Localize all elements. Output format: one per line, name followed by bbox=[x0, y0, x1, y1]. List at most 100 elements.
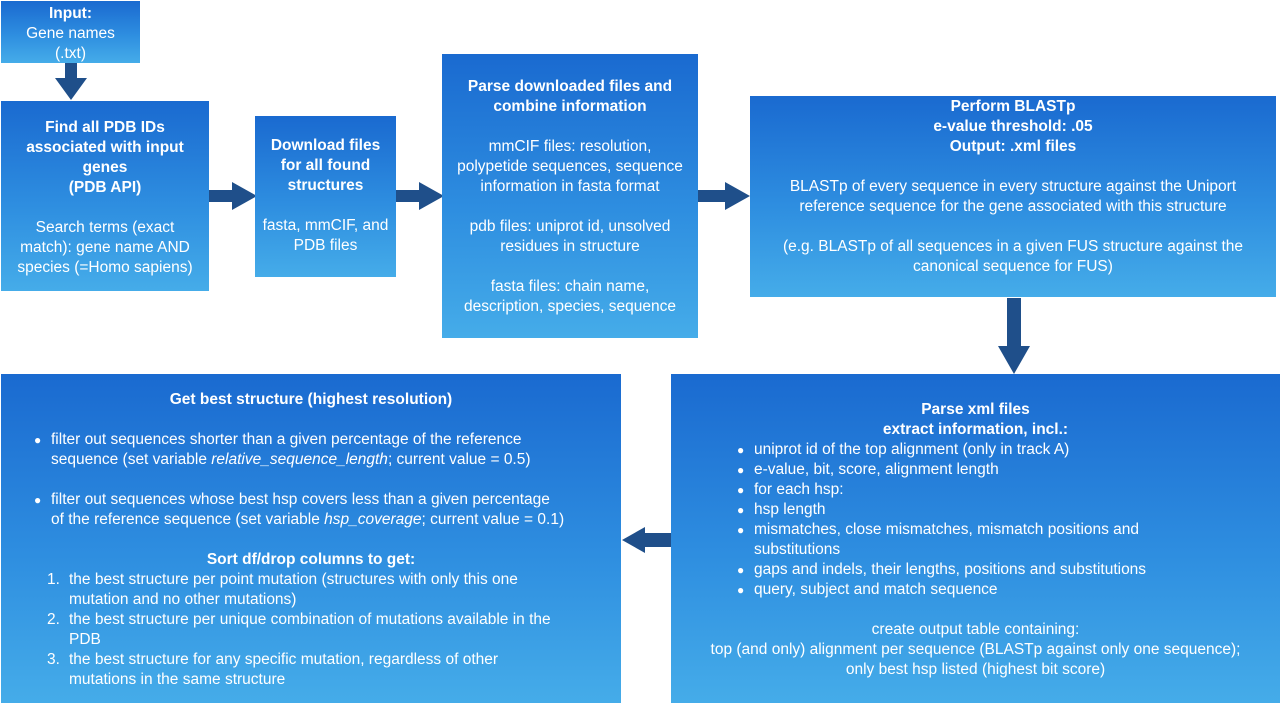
parse-xml-title-line: Parse xml files bbox=[921, 401, 1030, 418]
arrow-find-to-download bbox=[209, 182, 257, 210]
list-item: for each hsp: bbox=[737, 480, 1240, 500]
list-item-text: for each hsp: bbox=[754, 481, 844, 498]
parse-files-mmcif-line: mmCIF files: resolution, bbox=[488, 138, 652, 155]
parse-xml-table-line: create output table containing: bbox=[871, 621, 1080, 638]
list-item-text: mismatches, close mismatches, mismatch p… bbox=[754, 521, 1140, 538]
blastp-example-line: (e.g. BLASTp of all sequences in a given… bbox=[782, 238, 1244, 255]
sort-list: 1. the best structure per point mutation… bbox=[47, 570, 613, 690]
list-item: filter out sequences shorter than a give… bbox=[34, 430, 611, 470]
blastp-title-line: e-value threshold: .05 bbox=[933, 118, 1093, 135]
parse-files-pdb: pdb files: uniprot id, unsolved residues… bbox=[442, 217, 698, 257]
blastp-box: Perform BLASTp e-value threshold: .05 Ou… bbox=[750, 96, 1276, 297]
best-structure-filter-list: filter out sequences shorter than a give… bbox=[34, 430, 611, 530]
list-item: 1. the best structure per point mutation… bbox=[47, 570, 613, 610]
find-pdb-title-line: associated with input bbox=[26, 139, 184, 156]
blastp-title-line: Output: .xml files bbox=[949, 138, 1077, 155]
download-title: Download files for all found structures bbox=[255, 136, 396, 196]
list-item-text: the best structure per unique combinatio… bbox=[69, 611, 551, 628]
sort-title: Sort df/drop columns to get: bbox=[206, 551, 416, 568]
parse-files-pdb-line: pdb files: uniprot id, unsolved bbox=[469, 218, 671, 235]
arrow-parse-to-blastp bbox=[698, 182, 750, 210]
parse-files-box: Parse downloaded files and combine infor… bbox=[442, 54, 698, 338]
list-item-text: substitutions bbox=[754, 541, 841, 558]
blastp-body-line: reference sequence for the gene associat… bbox=[799, 198, 1227, 215]
list-item-text: mutations in the same structure bbox=[69, 671, 286, 688]
list-item-text: hsp length bbox=[754, 501, 826, 518]
blastp-example-line: canonical sequence for FUS) bbox=[913, 258, 1113, 275]
find-pdb-search-line: species (=Homo sapiens) bbox=[17, 259, 193, 276]
arrow-blastp-to-xml bbox=[998, 298, 1030, 374]
list-number: 2. bbox=[47, 611, 60, 628]
parse-files-fasta: fasta files: chain name, description, sp… bbox=[442, 277, 698, 317]
filter-line: of the reference sequence (set variable … bbox=[51, 510, 611, 530]
input-title: Input: bbox=[48, 5, 93, 22]
variable-name: hsp_coverage bbox=[324, 511, 422, 528]
list-item: query, subject and match sequence bbox=[737, 580, 1240, 600]
find-pdb-search-terms: Search terms (exact match): gene name AN… bbox=[1, 218, 209, 278]
parse-xml-title: Parse xml files extract information, inc… bbox=[671, 400, 1280, 440]
list-item-text: PDB bbox=[69, 631, 101, 648]
find-pdb-search-line: match): gene name AND bbox=[20, 239, 190, 256]
find-pdb-title-line: Find all PDB IDs bbox=[45, 119, 165, 136]
parse-xml-box: Parse xml files extract information, inc… bbox=[671, 374, 1280, 703]
list-item: e-value, bit, score, alignment length bbox=[737, 460, 1240, 480]
list-item: uniprot id of the top alignment (only in… bbox=[737, 440, 1240, 460]
input-line: (.txt) bbox=[55, 45, 86, 62]
parse-files-title-line: Parse downloaded files and bbox=[467, 78, 673, 95]
parse-files-title: Parse downloaded files and combine infor… bbox=[442, 77, 698, 117]
list-item-text: the best structure for any specific muta… bbox=[69, 651, 499, 668]
list-item: 3. the best structure for any specific m… bbox=[47, 650, 613, 690]
list-item-text: the best structure per point mutation (s… bbox=[69, 571, 518, 588]
find-pdb-title-line: (PDB API) bbox=[68, 179, 142, 196]
filter-line: filter out sequences shorter than a give… bbox=[51, 431, 522, 448]
list-item: 2. the best structure per unique combina… bbox=[47, 610, 613, 650]
best-structure-box: Get best structure (highest resolution) … bbox=[1, 374, 621, 703]
list-item-text: e-value, bit, score, alignment length bbox=[754, 461, 999, 478]
arrow-input-to-find bbox=[55, 63, 87, 100]
blastp-title: Perform BLASTp e-value threshold: .05 Ou… bbox=[750, 97, 1276, 157]
parse-files-fasta-line: fasta files: chain name, bbox=[490, 278, 650, 295]
list-item-text: gaps and indels, their lengths, position… bbox=[754, 561, 1147, 578]
list-item-text: uniprot id of the top alignment (only in… bbox=[754, 441, 1070, 458]
list-number: 1. bbox=[47, 571, 60, 588]
parse-xml-title-line: extract information, incl.: bbox=[882, 421, 1069, 438]
input-line: Gene names bbox=[26, 25, 115, 42]
find-pdb-search-line: Search terms (exact bbox=[35, 219, 175, 236]
list-item: filter out sequences whose best hsp cove… bbox=[34, 490, 611, 530]
download-body: fasta, mmCIF, and PDB files bbox=[255, 216, 396, 256]
download-body-line: PDB files bbox=[293, 237, 358, 254]
blastp-body-line: BLASTp of every sequence in every struct… bbox=[789, 178, 1237, 195]
find-pdb-title-line: genes bbox=[82, 159, 128, 176]
blastp-example: (e.g. BLASTp of all sequences in a given… bbox=[750, 237, 1276, 277]
parse-files-fasta-line: description, species, sequence bbox=[464, 298, 676, 315]
filter-text: ; current value = 0.5) bbox=[387, 451, 531, 468]
input-box: Input: Gene names (.txt) bbox=[1, 1, 140, 63]
best-structure-title: Get best structure (highest resolution) bbox=[169, 391, 453, 408]
parse-xml-table-line: top (and only) alignment per sequence (B… bbox=[710, 641, 1241, 658]
filter-line: filter out sequences whose best hsp cove… bbox=[51, 491, 550, 508]
parse-files-mmcif-line: information in fasta format bbox=[480, 178, 660, 195]
download-title-line: for all found bbox=[280, 157, 371, 174]
find-pdb-title: Find all PDB IDs associated with input g… bbox=[1, 118, 209, 198]
find-pdb-box: Find all PDB IDs associated with input g… bbox=[1, 101, 209, 291]
list-number: 3. bbox=[47, 651, 60, 668]
filter-line: sequence (set variable relative_sequence… bbox=[51, 450, 611, 470]
arrow-xml-to-best bbox=[622, 527, 671, 553]
list-item-text: query, subject and match sequence bbox=[754, 581, 998, 598]
download-title-line: structures bbox=[287, 177, 364, 194]
download-body-line: fasta, mmCIF, and bbox=[262, 217, 389, 234]
parse-files-mmcif: mmCIF files: resolution, polypetide sequ… bbox=[442, 137, 698, 197]
list-item-text: mutation and no other mutations) bbox=[69, 591, 297, 608]
filter-text: sequence (set variable bbox=[51, 451, 212, 468]
filter-text: of the reference sequence (set variable bbox=[51, 511, 325, 528]
parse-xml-output-table: create output table containing: top (and… bbox=[671, 620, 1280, 680]
parse-files-title-line: combine information bbox=[493, 98, 647, 115]
parse-files-pdb-line: residues in structure bbox=[500, 238, 640, 255]
list-item: hsp length bbox=[737, 500, 1240, 520]
filter-text: ; current value = 0.1) bbox=[421, 511, 565, 528]
download-title-line: Download files bbox=[270, 137, 381, 154]
variable-name: relative_sequence_length bbox=[211, 451, 388, 468]
parse-xml-table-line: only best hsp listed (highest bit score) bbox=[845, 661, 1106, 678]
parse-xml-bullet-list: uniprot id of the top alignment (only in… bbox=[737, 440, 1240, 600]
